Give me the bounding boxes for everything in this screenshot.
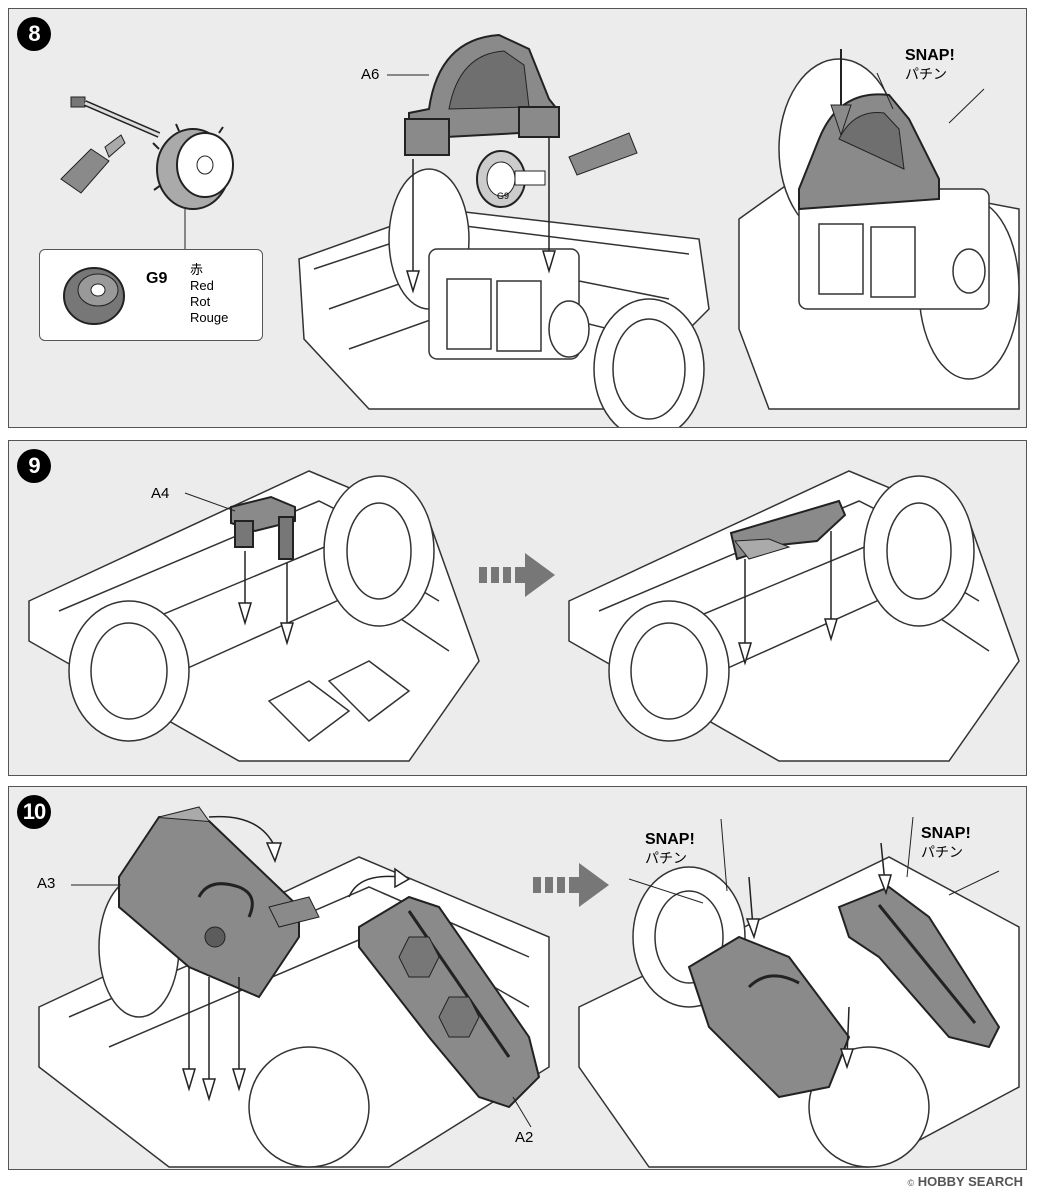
insert-arrows-10 bbox=[181, 815, 411, 1102]
part-a3-installed bbox=[687, 935, 851, 1099]
arrow-right-icon-10 bbox=[533, 863, 609, 907]
snap-callout: SNAP! パチン bbox=[905, 47, 955, 83]
gear-g9-icon bbox=[63, 267, 125, 325]
insert-arrows-9b bbox=[737, 531, 839, 666]
part-a6-label: A6 bbox=[361, 66, 380, 83]
part-a3-label: A3 bbox=[37, 875, 56, 892]
part-a4-label: A4 bbox=[151, 485, 170, 502]
insert-arrows-9 bbox=[237, 551, 295, 646]
step-9-illustration bbox=[28, 470, 1020, 762]
gear-color-en: Red bbox=[190, 278, 214, 293]
step-9-badge: 9 bbox=[17, 449, 51, 483]
chassis-left bbox=[28, 470, 480, 762]
snap-text-left: SNAP! bbox=[645, 831, 695, 848]
gear-icon bbox=[152, 123, 234, 210]
step-10-panel: 10 bbox=[8, 786, 1027, 1170]
footer-logo: HOBBY SEARCH bbox=[917, 1174, 1023, 1189]
gear-mark-label: G9 bbox=[497, 191, 509, 201]
snap-arrows-10 bbox=[745, 842, 892, 1070]
gear-g9-name: G9 bbox=[146, 270, 168, 287]
step-10-badge: 10 bbox=[17, 795, 51, 829]
shaft-pin-icon bbox=[70, 96, 161, 138]
gear-color-de: Rot bbox=[190, 294, 211, 309]
part-a4-installed bbox=[729, 499, 847, 561]
grease-tube-icon bbox=[60, 134, 126, 194]
arrow-right-icon bbox=[479, 553, 555, 597]
snap-jp-text-right: パチン bbox=[921, 844, 963, 860]
gear-color-ja: 赤 bbox=[190, 262, 204, 277]
gear-g9-callout: G9 赤 Red Rot Rouge bbox=[39, 249, 263, 341]
step-8-panel: 8 bbox=[8, 8, 1027, 428]
snap-text: SNAP! bbox=[905, 47, 955, 64]
gear-color-fr: Rouge bbox=[190, 310, 229, 325]
step-9-panel: 9 bbox=[8, 440, 1027, 776]
grease-tube-icon-2 bbox=[568, 132, 638, 176]
snap-callout-right: SNAP! パチン bbox=[921, 825, 971, 861]
insert-arrows bbox=[405, 137, 557, 294]
chassis-middle bbox=[298, 168, 710, 427]
snap-jp-text-left: パチン bbox=[645, 850, 687, 866]
gear-color-list: 赤 Red Rot Rouge bbox=[190, 262, 228, 326]
part-a6-installed bbox=[798, 49, 940, 211]
step-10-illustration bbox=[38, 806, 1020, 1168]
part-a4-bracket bbox=[230, 495, 296, 560]
step-8-badge: 8 bbox=[17, 17, 51, 51]
gear-g9-mounted: G9 bbox=[476, 150, 546, 208]
part-a2-cover bbox=[358, 895, 541, 1109]
step-8-illustration: G9 bbox=[60, 33, 1020, 427]
snap-jp-text: パチン bbox=[905, 66, 947, 82]
part-a3-cover bbox=[118, 806, 320, 999]
footer-watermark: © HOBBY SEARCH bbox=[908, 1174, 1023, 1189]
part-a2-installed bbox=[837, 885, 1001, 1049]
snap-text-right: SNAP! bbox=[921, 825, 971, 842]
part-a2-label: A2 bbox=[515, 1129, 534, 1146]
snap-callout-left: SNAP! パチン bbox=[645, 831, 695, 867]
copyright-mark: © bbox=[907, 1178, 915, 1188]
chassis-right-9 bbox=[568, 470, 1020, 762]
part-a6-gearcover bbox=[404, 33, 560, 156]
